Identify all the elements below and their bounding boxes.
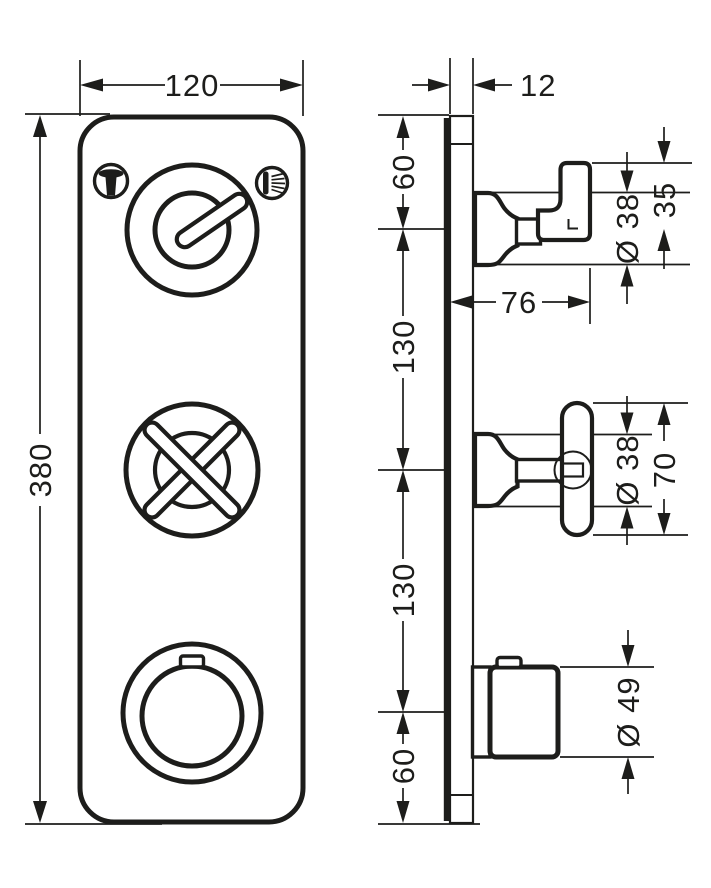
dim-label-top-offset: 60 [386, 154, 421, 190]
dim-label-cross-height: 70 [647, 452, 682, 488]
dim-label-mid-rosette: Ø 38 [610, 434, 645, 505]
knob-marker-tab [178, 654, 206, 669]
front-thermostat-knob [120, 641, 264, 785]
hub-circle [553, 450, 593, 490]
dim-label-lower-spacing: 130 [386, 563, 421, 618]
dim-plate-height: 380 [23, 115, 58, 823]
dim-label-plate-width: 120 [165, 68, 220, 103]
knob-marker-tab [495, 655, 523, 670]
top-rosette-profile [472, 190, 520, 268]
dim-label-upper-spacing: 130 [386, 320, 421, 375]
dim-plate-depth: 12 [412, 68, 556, 103]
dim-knob-diameter: Ø 49 [611, 630, 646, 794]
dim-label-projection: 76 [501, 285, 537, 320]
dim-label-bottom-offset: 60 [386, 748, 421, 784]
shower-icon [254, 165, 290, 201]
front-view [77, 114, 306, 825]
dim-lever-height: 35 [647, 127, 682, 269]
front-cross-handle [123, 401, 261, 539]
bath-spout-icon [92, 162, 130, 200]
dim-label-lever-height: 35 [647, 182, 682, 218]
side-top-lever-handle [472, 160, 593, 268]
dim-mid-rosette-diameter: Ø 38 [610, 396, 645, 545]
dim-upper-rosette-diameter: Ø 38 [610, 152, 645, 304]
mid-rosette-profile [472, 431, 520, 509]
side-view [443, 114, 595, 825]
hub-cap [561, 462, 585, 478]
dim-chain-vertical: 60 130 130 60 [386, 116, 421, 823]
dim-plate-width: 120 [80, 68, 303, 103]
dim-projection: 76 [450, 285, 590, 320]
dim-label-plate-depth: 12 [520, 68, 556, 103]
wall-plate-section [443, 114, 475, 825]
dim-cross-handle-height: 70 [647, 403, 682, 535]
lever-profile [535, 160, 593, 243]
dim-label-knob-diameter: Ø 49 [611, 676, 646, 747]
side-thermostat-knob [470, 655, 561, 760]
dim-label-upper-rosette: Ø 38 [610, 193, 645, 264]
cross-arm [142, 420, 242, 520]
knob-base [470, 665, 492, 759]
plate-edge-profile [443, 118, 451, 821]
front-lever-handle [124, 162, 260, 298]
knob-profile [487, 664, 561, 760]
dim-label-plate-height: 380 [23, 443, 58, 498]
lever-grip [174, 191, 250, 250]
side-cross-handle [472, 400, 595, 538]
